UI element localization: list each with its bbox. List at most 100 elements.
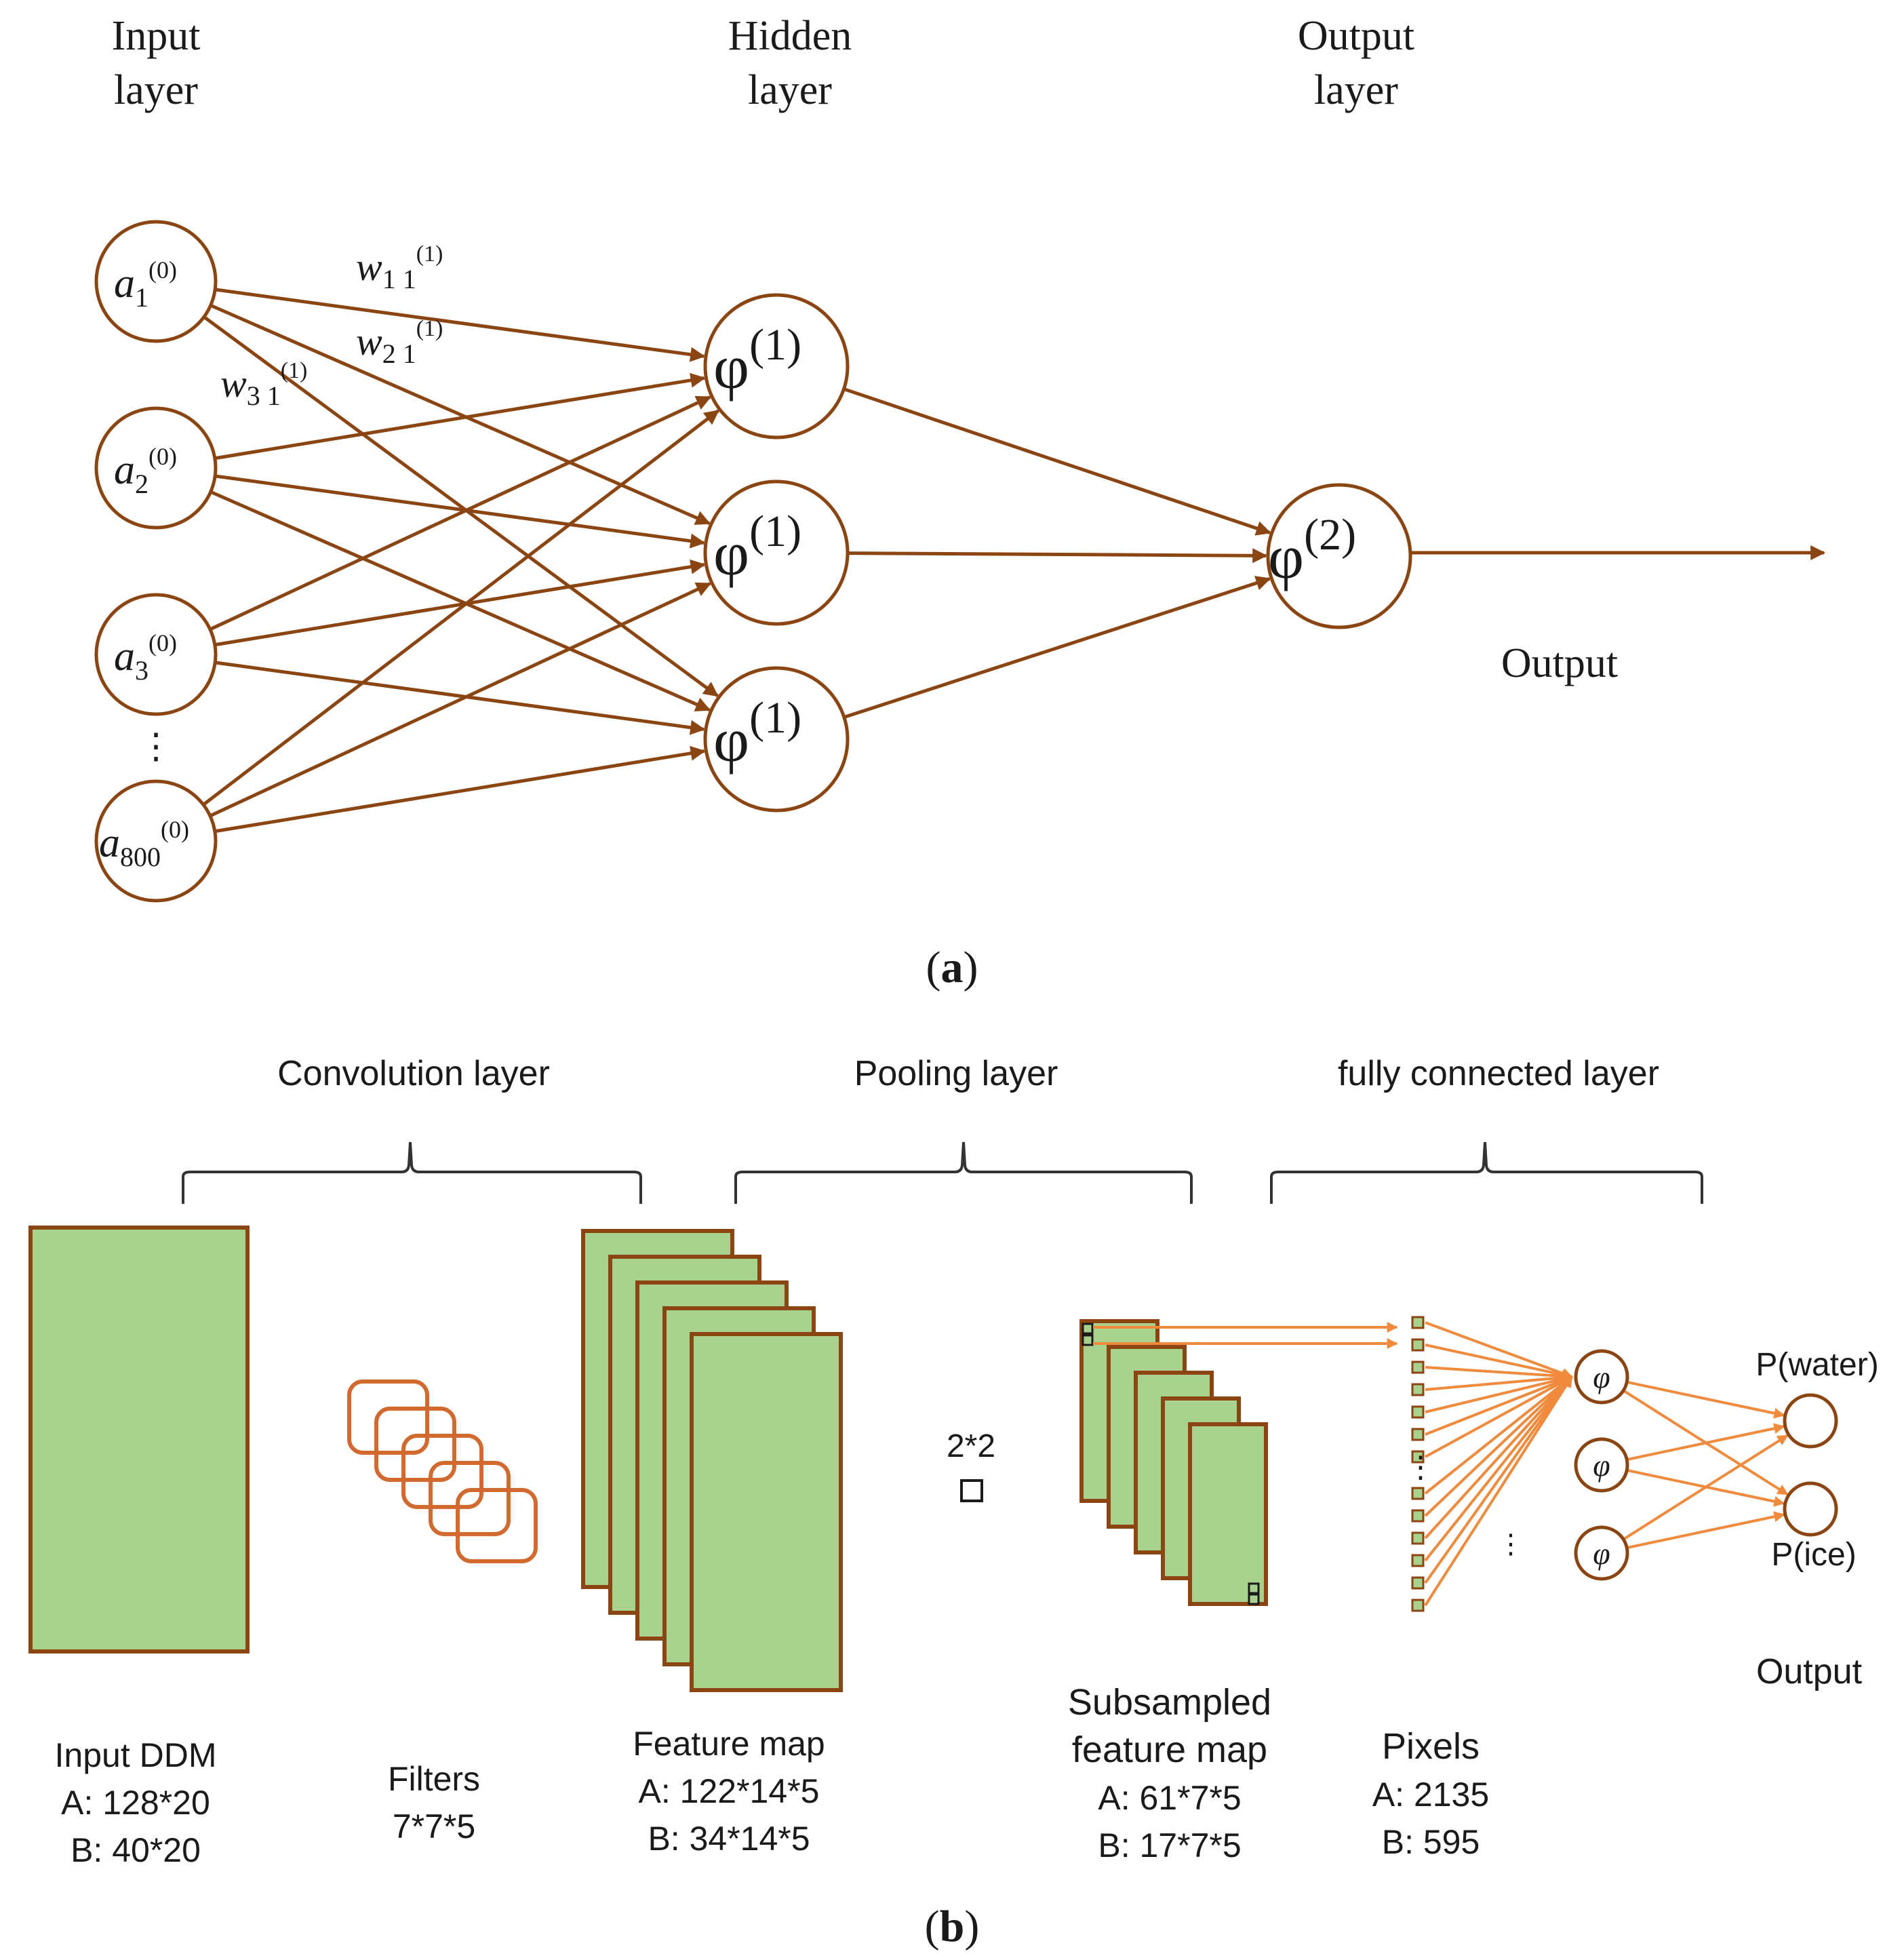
fully-connected-layer-title: fully connected layer — [1338, 1054, 1659, 1093]
input-ddm-a: A: 128*20 — [61, 1784, 210, 1822]
output-water-label: P(water) — [1756, 1347, 1878, 1383]
sampled-cell — [1248, 1582, 1260, 1594]
pixel-to-neuron-line — [1424, 1375, 1573, 1607]
panel-b: Convolution layer Pooling layer fully co… — [28, 1054, 1879, 1951]
input-hidden-edge — [214, 288, 706, 362]
pixels-title: Pixels — [1382, 1726, 1480, 1767]
input-node-3-label: a3(0) — [114, 629, 177, 686]
sampled-cell — [1082, 1334, 1094, 1346]
hidden-layer-header-line1: Hidden — [728, 13, 852, 59]
hidden-output-edge — [843, 387, 1271, 536]
pixel-square — [1411, 1576, 1425, 1590]
input-layer-header-line1: Input — [112, 13, 201, 59]
fc-neuron-1 — [1574, 1349, 1629, 1405]
filters-stack — [347, 1379, 538, 1563]
input-hidden-edge — [210, 303, 711, 526]
output-label-a: Output — [1501, 640, 1618, 686]
pixel-to-neuron-line — [1425, 1366, 1573, 1382]
input-ellipsis: ⋮ — [138, 728, 174, 766]
subsampled-b: B: 17*7*5 — [1098, 1826, 1241, 1864]
input-layer-header-line2: layer — [114, 67, 198, 113]
pixel-to-neuron-line — [1424, 1375, 1573, 1495]
input-node-1 — [94, 220, 218, 343]
input-ddm-title: Input DDM — [55, 1736, 217, 1774]
output-node — [1266, 483, 1412, 629]
pixel-to-neuron-line — [1425, 1344, 1573, 1380]
convolution-brace — [182, 1141, 642, 1204]
fc-neuron-1-label: φ — [1593, 1360, 1610, 1394]
input-node-2 — [94, 406, 218, 530]
pixel-square — [1411, 1360, 1425, 1374]
output-node-ice — [1783, 1481, 1838, 1537]
pixel-square — [1411, 1316, 1425, 1329]
pixel-square — [1411, 1531, 1425, 1545]
panel-a: Input layer Hidden layer Output layer a1… — [94, 13, 1826, 992]
weight-label-w21: w2 1(1) — [356, 316, 443, 369]
feature-map-title: Feature map — [633, 1725, 825, 1763]
feature-map-b: B: 34*14*5 — [648, 1820, 810, 1858]
output-label-b: Output — [1756, 1652, 1863, 1691]
neuron-to-output-line — [1626, 1380, 1785, 1419]
block-labels: Input DDM A: 128*20 B: 40*20 Filters 7*7… — [55, 1682, 1490, 1869]
pixel-square — [1411, 1383, 1425, 1396]
hidden-node-3 — [703, 666, 850, 812]
input-ddm-block — [28, 1226, 250, 1653]
input-ddm-b: B: 40*20 — [71, 1831, 201, 1869]
sampled-cell — [1248, 1593, 1260, 1605]
convolution-layer-title: Convolution layer — [277, 1054, 550, 1093]
pool-size-label: 2*2 — [947, 1428, 995, 1464]
neuron-to-output-line — [1623, 1434, 1789, 1541]
section-braces — [182, 1141, 1703, 1204]
layer-headers: Input layer Hidden layer Output layer — [112, 13, 1415, 113]
input-node-800 — [94, 779, 218, 903]
pixel-square — [1411, 1428, 1425, 1441]
input-hidden-edge — [214, 372, 706, 461]
pooling-layer-title: Pooling layer — [854, 1054, 1058, 1093]
hidden-node-1-label: φ(1) — [713, 320, 801, 402]
subsampled-sheet — [1188, 1422, 1268, 1606]
input-hidden-edge — [203, 315, 719, 697]
hidden-output-edge — [844, 576, 1271, 719]
subsampled-map-stack — [1079, 1319, 1268, 1606]
fully-connected-lines — [1093, 1321, 1789, 1607]
subsampled-a: A: 61*7*5 — [1098, 1779, 1241, 1817]
fully-connected-brace — [1270, 1141, 1703, 1204]
input-node-3 — [94, 593, 218, 716]
hidden-layer-header-line2: layer — [748, 67, 832, 113]
feature-map-sheet — [690, 1332, 843, 1692]
sampled-cells — [1082, 1323, 1260, 1605]
input-hidden-edge — [214, 474, 706, 549]
output-node-group: φ(2) — [1266, 483, 1412, 629]
fc-neurons: φ φ φ — [1574, 1349, 1629, 1581]
pool-window-square — [960, 1479, 983, 1502]
hidden-node-1 — [703, 293, 850, 439]
pixels-a: A: 2135 — [1372, 1776, 1489, 1814]
pixel-to-neuron-line — [1424, 1375, 1573, 1562]
pixel-square — [1411, 1450, 1425, 1464]
fc-neuron-3 — [1574, 1525, 1629, 1581]
hidden-output-edge — [847, 548, 1268, 564]
neurons-vdots: ⋮ — [1497, 1529, 1524, 1559]
pooling-brace — [734, 1141, 1193, 1204]
pixel-square — [1411, 1599, 1425, 1612]
pixel-to-neuron-line — [1424, 1375, 1573, 1517]
hidden-node-2 — [703, 479, 850, 626]
input-node-800-label: a800(0) — [99, 816, 189, 872]
neuron-to-output-line — [1626, 1511, 1785, 1550]
filters-title: Filters — [388, 1760, 480, 1798]
pixel-to-neuron-line — [1425, 1321, 1573, 1379]
output-node-water — [1783, 1393, 1838, 1449]
input-hidden-edge — [214, 559, 706, 647]
output-layer-header-line1: Output — [1298, 13, 1414, 59]
pixel-square — [1411, 1487, 1425, 1500]
pixel-square — [1411, 1405, 1425, 1419]
pixel-to-neuron-line — [1425, 1372, 1573, 1391]
output-node-label: φ(2) — [1268, 510, 1356, 591]
input-hidden-edge — [209, 582, 712, 818]
subsampled-title-line1: Subsampled — [1068, 1682, 1271, 1723]
weight-label-w31: w3 1(1) — [220, 358, 307, 411]
hidden-node-2-label: φ(1) — [713, 507, 801, 588]
pixel-to-neuron-line — [1424, 1375, 1573, 1584]
hidden-nodes: φ(1) φ(1) φ(1) — [703, 293, 850, 812]
